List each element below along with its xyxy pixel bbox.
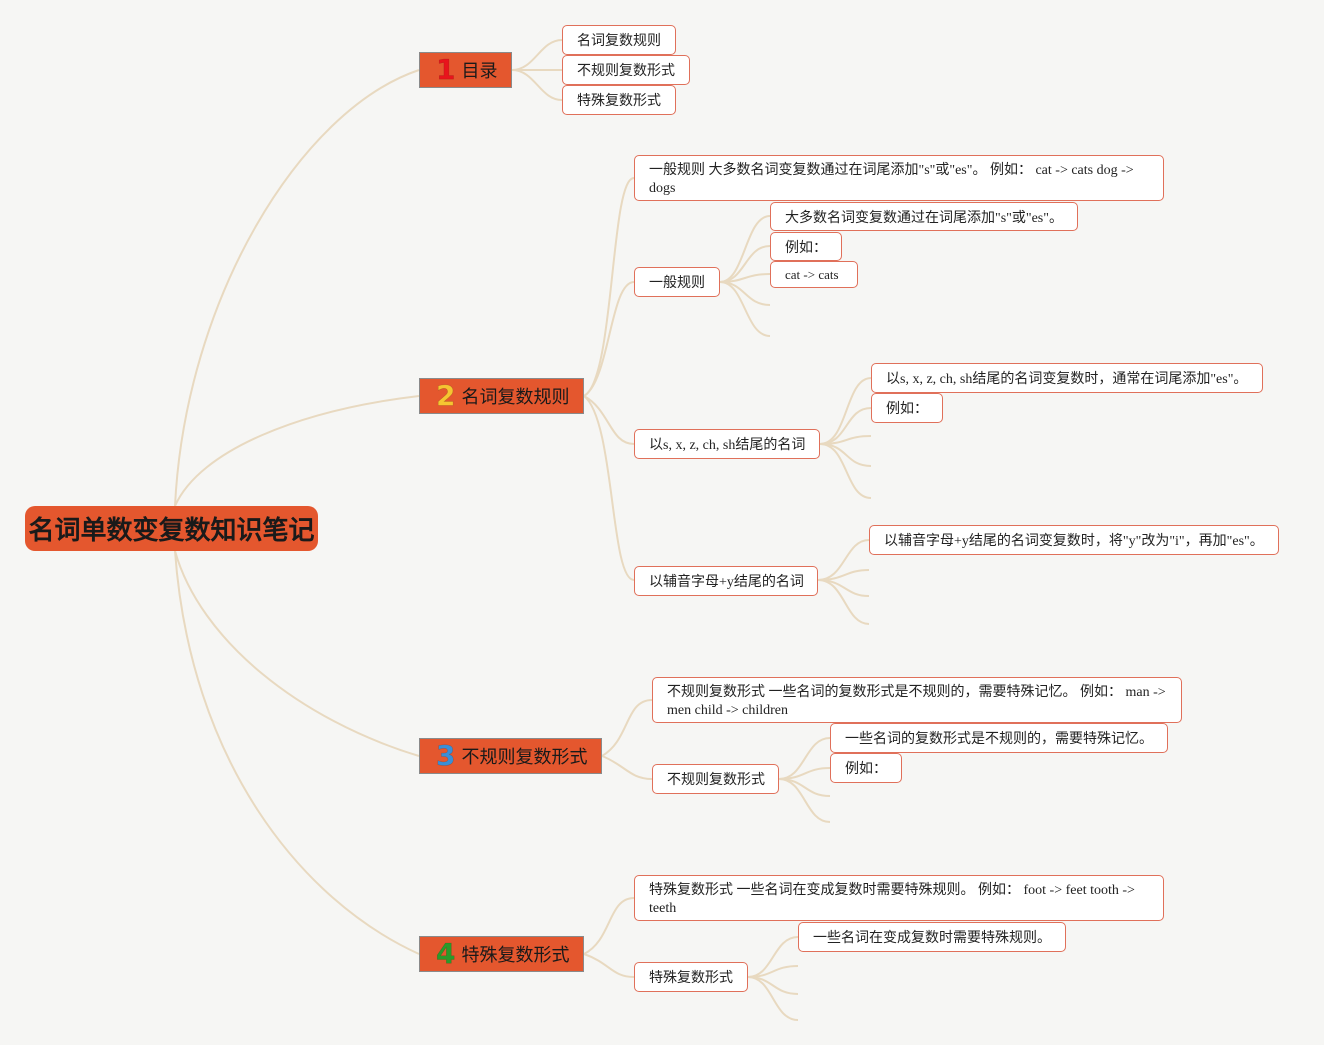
sxzchsh-example-label[interactable]: 例如： <box>871 393 943 423</box>
rules-summary-node[interactable]: 一般规则 大多数名词变复数通过在词尾添加"s"或"es"。 例如： cat ->… <box>634 155 1164 201</box>
branch-special-plurals[interactable]: 4 特殊复数形式 <box>419 936 584 972</box>
link-root-branch3 <box>174 550 420 757</box>
branch-irregular-plurals[interactable]: 3 不规则复数形式 <box>419 738 602 774</box>
number-icon-1: 1 <box>436 53 456 86</box>
number-icon-3: 3 <box>436 739 456 772</box>
special-summary-text: 特殊复数形式 一些名词在变成复数时需要特殊规则。 例如： foot -> fee… <box>649 883 1135 916</box>
general-rule-detail[interactable]: 大多数名词变复数通过在词尾添加"s"或"es"。 <box>770 202 1078 231</box>
general-rule-node[interactable]: 一般规则 <box>634 267 720 297</box>
irregular-node[interactable]: 不规则复数形式 <box>652 764 779 794</box>
toc-item-special[interactable]: 特殊复数形式 <box>562 85 676 115</box>
number-icon-2: 2 <box>436 379 456 412</box>
link-root-branch1 <box>174 69 420 507</box>
branch-label: 名词复数规则 <box>461 387 570 408</box>
irregular-summary-node[interactable]: 不规则复数形式 一些名词的复数形式是不规则的，需要特殊记忆。 例如： man -… <box>652 677 1182 723</box>
branch-label: 目录 <box>461 61 498 82</box>
special-node[interactable]: 特殊复数形式 <box>634 962 748 992</box>
special-summary-node[interactable]: 特殊复数形式 一些名词在变成复数时需要特殊规则。 例如： foot -> fee… <box>634 875 1164 921</box>
number-icon-4: 4 <box>436 937 456 970</box>
irregular-summary-text: 不规则复数形式 一些名词的复数形式是不规则的，需要特殊记忆。 例如： man -… <box>667 685 1166 718</box>
toc-item-rules[interactable]: 名词复数规则 <box>562 25 676 55</box>
general-rule-example-label[interactable]: 例如： <box>770 232 842 261</box>
consonant-y-rule-detail[interactable]: 以辅音字母+y结尾的名词变复数时，将"y"改为"i"，再加"es"。 <box>869 525 1279 555</box>
irregular-example-label[interactable]: 例如： <box>830 753 902 783</box>
branch-label: 特殊复数形式 <box>461 945 570 966</box>
toc-item-irregular[interactable]: 不规则复数形式 <box>562 55 690 85</box>
branch-toc[interactable]: 1 目录 <box>419 52 512 88</box>
rules-summary-text: 一般规则 大多数名词变复数通过在词尾添加"s"或"es"。 例如： cat ->… <box>649 163 1134 196</box>
general-rule-example[interactable]: cat -> cats <box>770 261 858 288</box>
link-root-branch2 <box>174 395 420 507</box>
consonant-y-rule-node[interactable]: 以辅音字母+y结尾的名词 <box>634 566 818 596</box>
sxzchsh-rule-node[interactable]: 以s, x, z, ch, sh结尾的名词 <box>634 429 820 459</box>
special-detail[interactable]: 一些名词在变成复数时需要特殊规则。 <box>798 922 1066 952</box>
link-root-branch4 <box>174 550 420 955</box>
root-topic[interactable]: 名词单数变复数知识笔记 <box>25 506 318 551</box>
branch-label: 不规则复数形式 <box>461 747 588 768</box>
irregular-detail[interactable]: 一些名词的复数形式是不规则的，需要特殊记忆。 <box>830 723 1168 753</box>
branch-noun-plural-rules[interactable]: 2 名词复数规则 <box>419 378 584 414</box>
sxzchsh-rule-detail[interactable]: 以s, x, z, ch, sh结尾的名词变复数时，通常在词尾添加"es"。 <box>871 363 1263 393</box>
